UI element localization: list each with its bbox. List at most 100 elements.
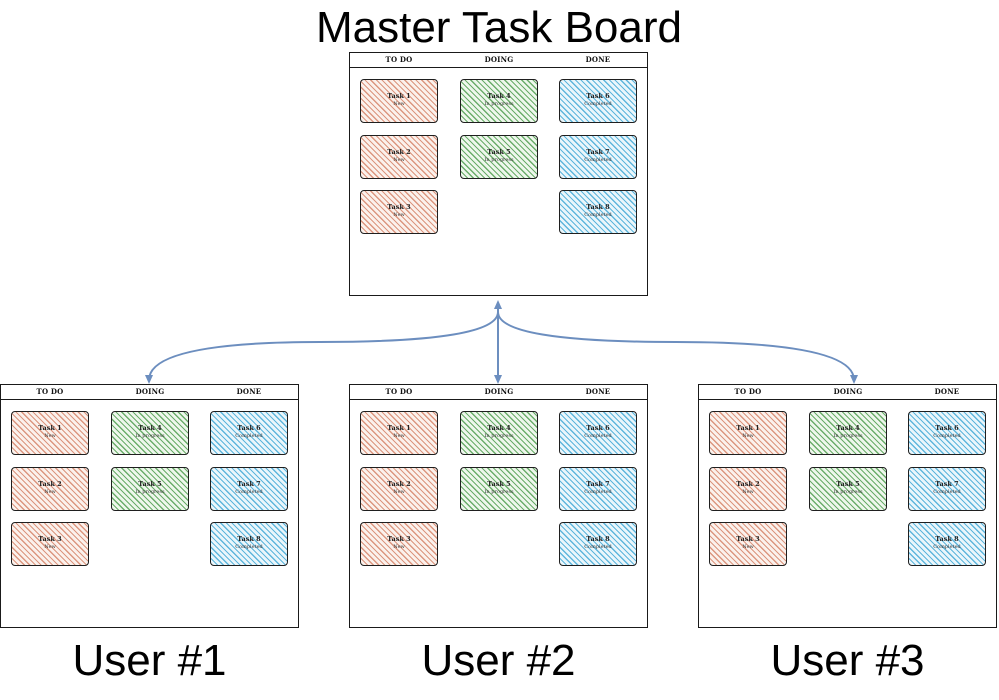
task-card-title: Task 7 xyxy=(935,480,959,488)
task-card-title: Task 5 xyxy=(487,148,511,156)
column-label: DOING xyxy=(484,387,514,396)
task-card-title: Task 3 xyxy=(387,535,411,543)
task-card-status: In progress xyxy=(484,488,514,495)
connector-to-user-1 xyxy=(145,311,499,384)
task-card-status: New xyxy=(393,100,405,107)
task-card-title: Task 1 xyxy=(387,92,411,100)
task-card-title: Task 1 xyxy=(387,424,411,432)
task-card-status: New xyxy=(44,543,56,550)
task-card-title: Task 3 xyxy=(387,203,411,211)
task-card-title: Task 1 xyxy=(38,424,62,432)
column-label: DOING xyxy=(833,387,863,396)
task-card-title: Task 8 xyxy=(935,535,959,543)
task-card-status: Completed xyxy=(235,543,263,550)
task-card-status: Completed xyxy=(933,543,961,550)
task-card-status: New xyxy=(742,543,754,550)
task-card-title: Task 6 xyxy=(586,424,610,432)
task-card-title: Task 7 xyxy=(586,148,610,156)
task-card-title: Task 8 xyxy=(586,203,610,211)
task-card-title: Task 2 xyxy=(38,480,62,488)
task-card-status: Completed xyxy=(584,100,612,107)
task-card-status: Completed xyxy=(235,488,263,495)
task-card-status: Completed xyxy=(584,211,612,218)
task-card-title: Task 2 xyxy=(387,148,411,156)
task-card-title: Task 5 xyxy=(836,480,860,488)
task-card-status: In progress xyxy=(484,100,514,107)
task-card-status: Completed xyxy=(584,488,612,495)
task-card-title: Task 8 xyxy=(586,535,610,543)
task-card-status: New xyxy=(393,156,405,163)
task-card-status: In progress xyxy=(135,488,165,495)
task-card-title: Task 6 xyxy=(935,424,959,432)
task-card-status: Completed xyxy=(235,432,263,439)
task-card-status: New xyxy=(44,488,56,495)
column-label: TO DO xyxy=(385,387,413,396)
master-board-title: Master Task Board xyxy=(315,3,682,52)
task-card-status: Completed xyxy=(933,432,961,439)
task-card-status: New xyxy=(393,543,405,550)
task-card-status: In progress xyxy=(484,432,514,439)
task-card-title: Task 6 xyxy=(586,92,610,100)
task-card-title: Task 2 xyxy=(736,480,760,488)
board-header: TO DO DOING DONE xyxy=(1,385,298,400)
user-2-label: User #2 xyxy=(421,636,576,685)
task-card-title: Task 4 xyxy=(487,92,511,100)
task-card-title: Task 7 xyxy=(237,480,261,488)
task-card-title: Task 4 xyxy=(487,424,511,432)
task-card-status: In progress xyxy=(135,432,165,439)
task-card-title: Task 5 xyxy=(138,480,162,488)
task-card-status: In progress xyxy=(833,432,863,439)
task-card-title: Task 3 xyxy=(736,535,760,543)
task-card-status: Completed xyxy=(584,543,612,550)
task-card-status: Completed xyxy=(933,488,961,495)
task-card-status: Completed xyxy=(584,432,612,439)
column-label: TO DO xyxy=(36,387,64,396)
column-label: DOING xyxy=(484,55,514,64)
column-label: DOING xyxy=(135,387,165,396)
task-card-status: In progress xyxy=(484,156,514,163)
task-card-status: New xyxy=(393,432,405,439)
user-3-label: User #3 xyxy=(770,636,925,685)
connector-to-user-3 xyxy=(497,311,858,384)
task-card-status: New xyxy=(742,488,754,495)
task-card-status: Completed xyxy=(584,156,612,163)
column-label: DONE xyxy=(585,55,611,64)
task-card-title: Task 4 xyxy=(138,424,162,432)
task-card-status: New xyxy=(44,432,56,439)
column-label: DONE xyxy=(934,387,960,396)
column-label: DONE xyxy=(236,387,262,396)
task-card-status: New xyxy=(393,211,405,218)
